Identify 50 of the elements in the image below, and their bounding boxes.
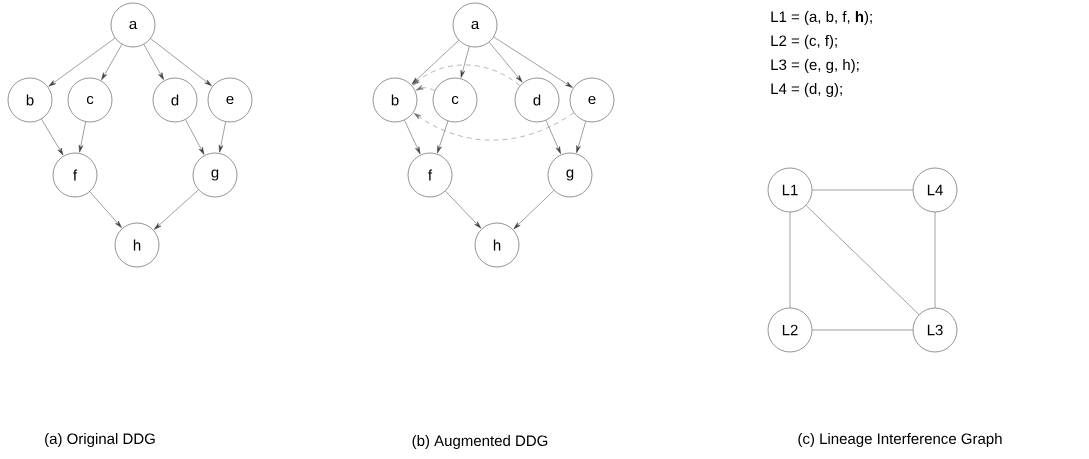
lineage-definition: L3 = (e, g, h); [771, 59, 859, 73]
graph-node: g [547, 152, 593, 198]
arrow [493, 36, 573, 88]
graph-node: g [192, 152, 238, 198]
arrow [101, 44, 123, 81]
arrow [185, 119, 205, 155]
graph-node: b [7, 77, 53, 123]
arrow [218, 121, 226, 153]
graph-node: a [452, 2, 498, 48]
graph-node: h [474, 222, 520, 268]
arrow [415, 85, 436, 91]
caption: (c) Lineage Interference Graph [798, 433, 1002, 447]
arrow [154, 189, 199, 230]
graph-node: L4 [912, 167, 958, 213]
arrow [576, 121, 586, 153]
graph-node: L3 [912, 307, 958, 353]
graph-node: b [372, 77, 418, 123]
arrow [78, 121, 86, 153]
arrow [411, 40, 459, 85]
arrow [150, 38, 212, 87]
arrow [488, 41, 523, 83]
lineage-definition: L1 = (a, b, f, h); [771, 11, 872, 25]
arrow [41, 118, 64, 156]
graph-node: a [110, 2, 156, 48]
arrow [48, 37, 116, 87]
lineage-definition: L2 = (c, f); [771, 35, 837, 49]
lineage-definition: L4 = (d, g); [771, 83, 842, 97]
arrow [89, 191, 122, 228]
arrow [404, 119, 421, 155]
arrow [413, 112, 574, 141]
arrow [437, 120, 449, 154]
graph-node: d [514, 77, 560, 123]
graph-node: f [407, 152, 453, 198]
arrow [545, 120, 561, 154]
graph-node: c [67, 77, 113, 123]
graph-node: c [432, 77, 478, 123]
graph-node: e [207, 77, 253, 123]
arrow [513, 190, 555, 230]
arrow [412, 64, 521, 86]
graph-node: L1 [767, 167, 813, 213]
caption: (a) Original DDG [45, 433, 155, 447]
graph-node: L2 [767, 307, 813, 353]
arrow [143, 44, 164, 80]
graph-node: d [152, 77, 198, 123]
graph-node: e [569, 77, 615, 123]
caption: (b) Augmented DDG [412, 435, 548, 449]
graph-node: f [52, 152, 98, 198]
arrow [445, 190, 482, 229]
arrow [460, 46, 470, 78]
graph-node: h [114, 222, 160, 268]
